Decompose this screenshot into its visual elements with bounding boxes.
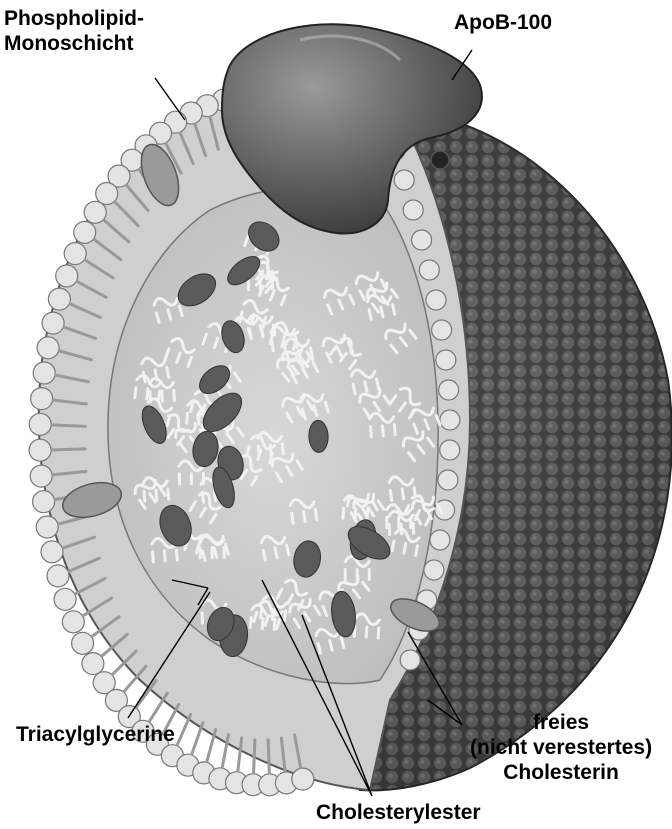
label-phospholipid-line1: Phospholipid- [4,6,144,31]
phospholipid-head [412,230,432,250]
phospholipid-head [36,516,58,538]
phospholipid-tail [192,723,203,754]
phospholipid-head [430,530,450,550]
phospholipid-head [74,221,96,243]
phospholipid-head [64,243,86,265]
phospholipid-head [41,541,63,563]
phospholipid-head [432,320,452,340]
phospholipid-head [436,350,456,370]
label-apob-100: ApoB-100 [454,10,552,35]
phospholipid-tail [268,740,269,773]
phospholipid-tail [150,693,168,721]
label-phospholipid-monolayer: Phospholipid- Monoschicht [4,6,144,56]
phospholipid-head [54,588,76,610]
phospholipid-head [48,288,70,310]
phospholipid-tail [254,740,255,773]
label-triacylglycerine: Triacylglycerine [16,722,175,747]
phospholipid-head [33,362,55,384]
phospholipid-head [33,491,55,513]
label-cholesterylester: Cholesterylester [316,800,481,825]
label-phospholipid-line2: Monoschicht [4,31,144,56]
label-free-cholesterol: freies (nicht verestertes) Cholesterin [470,710,652,785]
phospholipid-tail [52,449,85,450]
phospholipid-head [419,260,439,280]
phospholipid-head [292,768,314,790]
phospholipid-head [29,413,51,435]
phospholipid-head [29,439,51,461]
phospholipid-head [424,560,444,580]
phospholipid-head [439,380,459,400]
phospholipid-head [438,470,458,490]
label-free-cholesterol-line2: (nicht verestertes) [470,735,652,760]
phospholipid-head [394,170,414,190]
phospholipid-head [42,312,64,334]
label-free-cholesterol-line1: freies [470,710,652,735]
phospholipid-head [47,565,69,587]
phospholipid-head [426,290,446,310]
phospholipid-head [37,337,59,359]
phospholipid-head [30,465,52,487]
phospholipid-head [440,410,460,430]
label-free-cholesterol-line3: Cholesterin [470,760,652,785]
phospholipid-head [62,611,84,633]
phospholipid-head [56,265,78,287]
phospholipid-head [403,200,423,220]
phospholipid-tail [177,715,190,745]
phospholipid-head [82,653,104,675]
phospholipid-tail [52,425,85,427]
phospholipid-head [400,650,420,670]
phospholipid-head [440,440,460,460]
phospholipid-head [31,388,53,410]
phospholipid-head [72,632,94,654]
